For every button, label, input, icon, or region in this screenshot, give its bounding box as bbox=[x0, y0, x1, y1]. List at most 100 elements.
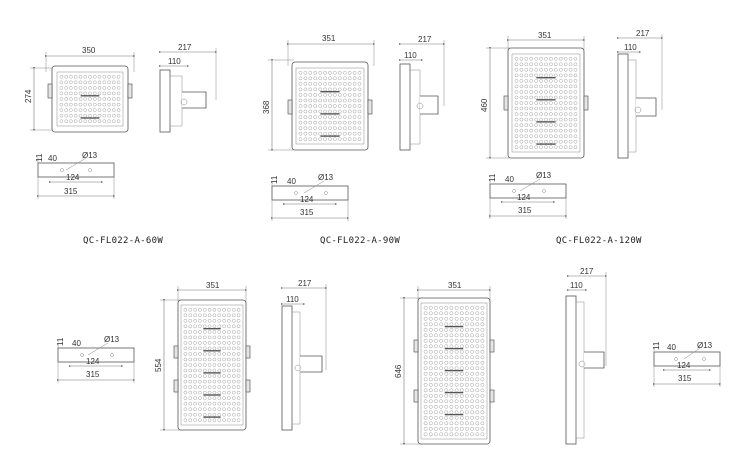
led-dot bbox=[475, 371, 480, 376]
led-dot bbox=[347, 71, 352, 75]
plate-hole-90w: Ø13 bbox=[318, 173, 334, 182]
led-dot bbox=[568, 139, 573, 144]
led-dot bbox=[573, 106, 578, 111]
led-dot bbox=[64, 75, 68, 79]
led-dot bbox=[454, 415, 459, 420]
led-dot bbox=[227, 401, 231, 406]
led-dot bbox=[217, 346, 222, 351]
led-dot bbox=[64, 108, 68, 112]
led-dot bbox=[524, 79, 529, 83]
led-dot bbox=[73, 80, 78, 85]
led-dot bbox=[444, 371, 449, 376]
led-dot bbox=[308, 115, 313, 119]
module-divider bbox=[203, 394, 221, 396]
led-dot bbox=[529, 73, 533, 78]
led-dot bbox=[78, 113, 83, 118]
led-dot bbox=[303, 115, 308, 119]
led-dot bbox=[475, 316, 480, 321]
side-view-120w: 217 110 bbox=[616, 29, 664, 159]
led-dot bbox=[559, 62, 563, 67]
led-dot bbox=[236, 412, 241, 417]
led-dot bbox=[539, 101, 543, 105]
led-dot bbox=[357, 82, 362, 86]
bracket-plate-120w: 11 40 Ø13 124 315 bbox=[488, 171, 568, 219]
led-dot bbox=[207, 385, 212, 389]
led-dot bbox=[352, 98, 357, 103]
led-dot bbox=[534, 79, 538, 83]
led-dot bbox=[308, 93, 313, 97]
led-dot bbox=[475, 322, 480, 327]
led-dot bbox=[559, 117, 563, 122]
led-dot bbox=[338, 126, 342, 130]
led-dot bbox=[193, 418, 197, 422]
led-dot bbox=[524, 134, 529, 138]
led-dot bbox=[188, 324, 193, 329]
led-dot bbox=[193, 346, 197, 351]
front-height-180w: 646 bbox=[394, 364, 403, 378]
led-dot bbox=[549, 57, 553, 61]
led-dot bbox=[454, 393, 459, 398]
led-dot bbox=[459, 355, 464, 360]
led-dot bbox=[549, 73, 553, 78]
front-view-180w: 351 646 bbox=[394, 281, 495, 446]
led-dot bbox=[475, 426, 480, 431]
led-dot bbox=[475, 377, 480, 382]
led-dot bbox=[347, 98, 352, 103]
led-dot bbox=[534, 84, 538, 89]
led-dot bbox=[227, 341, 231, 345]
led-dot bbox=[514, 68, 519, 72]
led-dot bbox=[534, 90, 538, 94]
led-dot bbox=[459, 421, 464, 426]
led-dot bbox=[475, 366, 480, 371]
led-dot bbox=[207, 390, 212, 395]
led-dot bbox=[554, 123, 558, 127]
led-dot bbox=[227, 352, 231, 356]
plate-length-90w: 315 bbox=[300, 208, 314, 217]
led-dot bbox=[343, 120, 347, 125]
led-dot bbox=[116, 86, 121, 90]
plate-spacing-90w: 124 bbox=[300, 195, 314, 204]
led-dot bbox=[534, 139, 538, 144]
plate-length-120w: 315 bbox=[518, 206, 532, 215]
led-dot bbox=[434, 377, 438, 382]
led-dot bbox=[217, 418, 222, 422]
led-dot bbox=[313, 115, 317, 119]
led-dot bbox=[357, 93, 362, 97]
led-dot bbox=[544, 128, 548, 133]
led-dot bbox=[78, 108, 83, 112]
led-dot bbox=[563, 112, 568, 116]
led-dot bbox=[347, 120, 352, 125]
led-dot bbox=[308, 109, 313, 114]
led-dot bbox=[323, 87, 327, 92]
led-dot bbox=[222, 313, 226, 318]
led-dot bbox=[59, 108, 64, 112]
led-dot bbox=[323, 93, 327, 97]
led-dot bbox=[439, 327, 443, 332]
led-dot bbox=[534, 117, 538, 122]
led-dot bbox=[534, 145, 538, 149]
led-dot bbox=[183, 390, 188, 395]
led-dot bbox=[93, 86, 97, 90]
plate-offset-60w: 40 bbox=[48, 154, 57, 163]
led-dot bbox=[480, 355, 485, 360]
led-dot bbox=[308, 76, 313, 81]
led-dot bbox=[480, 322, 485, 327]
led-dot bbox=[227, 379, 231, 384]
led-dot bbox=[439, 426, 443, 431]
led-dot bbox=[444, 421, 449, 426]
led-dot bbox=[232, 335, 236, 340]
led-dot bbox=[439, 366, 443, 371]
led-dot bbox=[568, 90, 573, 94]
led-dot bbox=[116, 80, 121, 85]
led-dot bbox=[198, 324, 202, 329]
front-height-90w: 368 bbox=[262, 100, 271, 114]
led-dot bbox=[338, 120, 342, 125]
led-dot bbox=[423, 322, 428, 327]
led-dot bbox=[514, 95, 519, 100]
led-dot bbox=[544, 57, 548, 61]
led-dot bbox=[423, 305, 428, 310]
led-dot bbox=[69, 119, 73, 123]
led-dot bbox=[428, 366, 433, 371]
led-dot bbox=[539, 145, 543, 149]
led-dot bbox=[59, 102, 64, 107]
